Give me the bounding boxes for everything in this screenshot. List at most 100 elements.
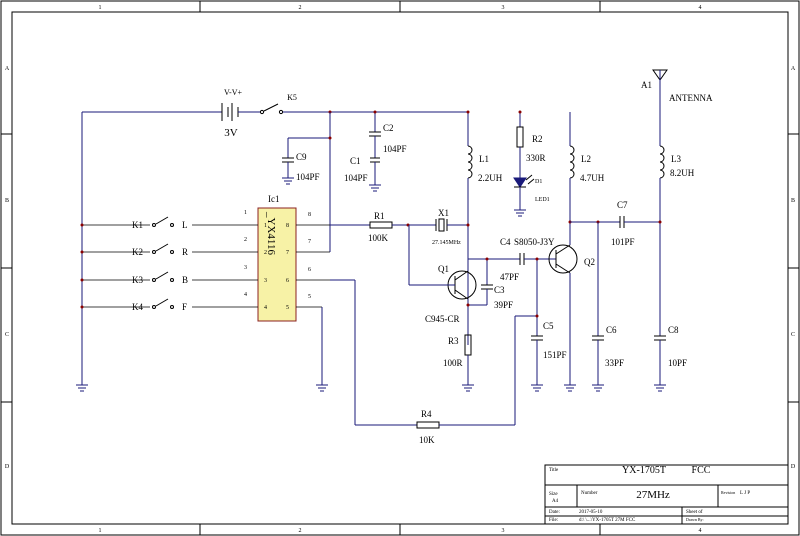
capacitor-c4: C4 47PF: [485, 237, 556, 282]
battery-voltage: 3V: [224, 127, 238, 139]
revision-label: Revision: [721, 490, 735, 495]
capacitor-c7: C7 101PF: [570, 200, 660, 247]
k2-label: R: [182, 247, 188, 257]
l2-value: 4.7UH: [580, 173, 605, 183]
k2-ref: K2: [132, 247, 143, 257]
c5-value: 151PF: [543, 350, 567, 360]
r3-value: 100R: [443, 358, 463, 368]
antenna-label: ANTENNA: [669, 93, 713, 103]
title-value: YX-1705T: [622, 465, 666, 476]
d1-ref: D1: [535, 179, 542, 185]
r1-ref: R1: [374, 211, 385, 221]
c3-value: 39PF: [494, 300, 513, 310]
c2-ref: C2: [383, 123, 394, 133]
row-label-b: B: [5, 198, 9, 204]
ic-inner-2: 2: [264, 250, 267, 256]
q2-value: S8050-J3Y: [514, 237, 555, 247]
row-label-c-right: C: [791, 332, 795, 338]
ic-yx4116: Ic1 _YX4116 1 2 3 4 1 2 3 4 8 7 6 5 8 7 …: [82, 194, 417, 426]
crystal-x1: X1 27.145MHz: [432, 208, 468, 246]
k1-ref: K1: [132, 220, 143, 230]
switch-k1: K1 L: [80, 216, 192, 230]
led-d1: D1 LED1: [513, 174, 550, 217]
c7-ref: C7: [617, 200, 628, 210]
col-label-3: 3: [502, 5, 505, 11]
antenna-a1: A1 ANTENNA: [641, 69, 713, 146]
revision-value: L J P: [740, 491, 750, 496]
ic-inner-7: 7: [286, 250, 289, 256]
c9-ref: C9: [296, 152, 307, 162]
ic-pin-7: 7: [308, 239, 311, 245]
ic-pin-4: 4: [244, 292, 247, 298]
c6-ref: C6: [606, 325, 617, 335]
number-label: Number: [581, 491, 598, 496]
row-label-d-right: D: [791, 464, 796, 470]
col-label-4: 4: [699, 5, 702, 11]
ic-pin-6: 6: [308, 267, 311, 273]
power-label: V-V+: [224, 88, 242, 97]
q1-ref: Q1: [438, 264, 449, 274]
capacitor-c1: C1 104PF: [344, 156, 381, 192]
k4-label: F: [182, 302, 187, 312]
switch-k2: K2 R: [80, 243, 192, 257]
col-label-2: 2: [299, 5, 302, 11]
c9-value: 104PF: [296, 172, 320, 182]
ic-inner-1: 1: [264, 223, 267, 229]
resistor-r1: R1 100K: [330, 211, 436, 243]
file-value: d:\ \...\YX-1705T 27M FCC: [579, 518, 636, 523]
antenna-ref: A1: [641, 80, 652, 90]
ic-inner-5: 5: [286, 305, 289, 311]
c4-ref: C4: [500, 237, 511, 247]
date-value: 2017-05-10: [579, 510, 603, 515]
r2-ref: R2: [532, 134, 543, 144]
col-label-3-bottom: 3: [502, 528, 505, 534]
row-label-a: A: [5, 66, 10, 72]
r2-value: 330R: [526, 153, 546, 163]
inductor-l2: L2 4.7UH: [568, 112, 605, 245]
c8-ref: C8: [668, 325, 679, 335]
row-label-d: D: [5, 464, 10, 470]
col-label-4-bottom: 4: [699, 528, 702, 534]
ic-ref: Ic1: [268, 194, 280, 204]
r4-value: 10K: [419, 435, 435, 445]
ic-pin-1: 1: [244, 210, 247, 216]
resistor-r2: R2 330R: [516, 110, 546, 178]
l3-ref: L3: [671, 154, 681, 164]
sheet-label: Sheet of: [686, 510, 703, 515]
row-label-a-right: A: [791, 66, 796, 72]
r4-ref: R4: [421, 409, 432, 419]
r1-value: 100K: [368, 233, 389, 243]
k1-label: L: [182, 220, 188, 230]
ic-inner-8: 8: [286, 223, 289, 229]
c7-value: 101PF: [611, 237, 635, 247]
inductor-l3: L3 8.2UH: [658, 145, 695, 336]
switch-k5-label: K5: [287, 93, 297, 102]
capacitor-c8: C8 10PF: [654, 325, 687, 392]
inductor-l1: L1 2.2UH: [466, 110, 503, 345]
l1-value: 2.2UH: [478, 173, 503, 183]
drawn-by-label: Drawn By:: [686, 517, 704, 522]
capacitor-c2: C2 104PF: [369, 110, 407, 158]
title-label: Title: [549, 468, 559, 473]
k3-ref: K3: [132, 275, 143, 285]
size-value: A4: [552, 499, 559, 504]
resistor-r3: R3 100R: [443, 334, 474, 392]
c1-value: 104PF: [344, 173, 368, 183]
c4-value: 47PF: [500, 272, 519, 282]
c1-ref: C1: [350, 156, 361, 166]
switch-k4: K4 F: [80, 298, 192, 312]
col-label-1: 1: [99, 5, 102, 11]
ic-pin-3: 3: [244, 265, 247, 271]
number-value: 27MHz: [636, 489, 670, 501]
transistor-q2: S8050-J3Y Q2: [514, 237, 595, 392]
file-label: File:: [549, 518, 558, 523]
x1-ref: X1: [438, 208, 449, 218]
k3-label: B: [182, 275, 188, 285]
resistor-r4: R4 10K: [416, 314, 539, 445]
ic-inner-3: 3: [264, 278, 267, 284]
title-value-fcc: FCC: [692, 465, 711, 476]
switch-k3: K3 B: [80, 271, 192, 285]
